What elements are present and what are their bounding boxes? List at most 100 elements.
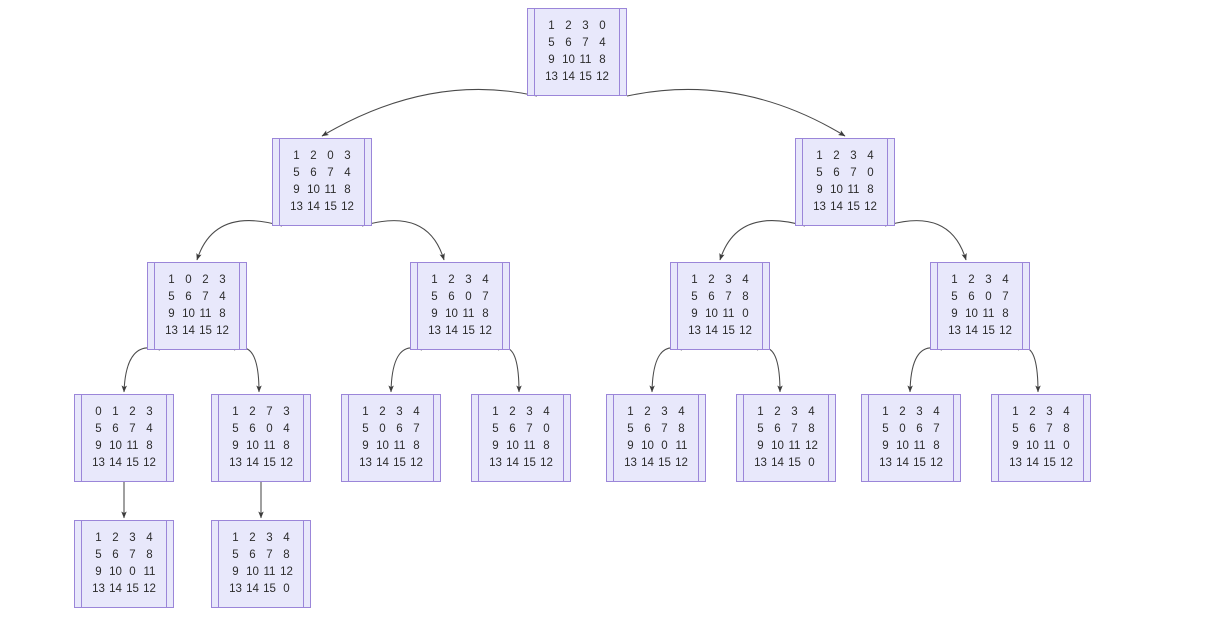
node-grid-cell: 5: [548, 37, 555, 49]
node-grid-cell: 11: [462, 308, 475, 320]
node-grid-cell: 11: [722, 308, 735, 320]
node-grid-cell: 0: [465, 291, 472, 303]
node-grid-cell: 5: [951, 291, 958, 303]
node-grid-cell: 9: [293, 184, 300, 196]
node-grid-cell: 2: [249, 532, 256, 544]
node-grid-cell: 1: [232, 406, 239, 418]
node-grid-cell: 10: [445, 308, 458, 320]
node-grid-cell: 3: [283, 406, 290, 418]
node-grid-cell: 10: [506, 440, 519, 452]
node-grid-cell: 11: [324, 184, 337, 196]
node-grid-cell: 13: [229, 457, 242, 469]
node-grid-cell: 6: [310, 167, 317, 179]
node-grid-cell: 3: [526, 406, 533, 418]
node-grid-cell: 6: [112, 423, 119, 435]
node-grid-cell: 2: [1029, 406, 1036, 418]
node-grid-cell: 15: [324, 201, 337, 213]
node-grid-cell: 13: [688, 325, 701, 337]
node-grid-cell: 7: [482, 291, 489, 303]
node-grid-cell: 3: [129, 532, 136, 544]
node-grid-cell: 14: [109, 583, 122, 595]
node-grid-cell: 9: [168, 308, 175, 320]
node-grid-cell: 10: [771, 440, 784, 452]
node-grid-cell: 15: [199, 325, 212, 337]
node-grid-cell: 1: [816, 150, 823, 162]
node-grid-cell: 12: [540, 457, 553, 469]
node-grid-cell: 10: [307, 184, 320, 196]
node-grid-cell: 2: [899, 406, 906, 418]
node-grid-cell: 5: [293, 167, 300, 179]
node-grid-cell: 7: [266, 406, 273, 418]
node-grid-cell: 1: [293, 150, 300, 162]
node-grid-cell: 1: [882, 406, 889, 418]
node-grid-cell: 15: [462, 325, 475, 337]
node-grid-cell: 15: [913, 457, 926, 469]
node-grid-cell: 9: [548, 54, 555, 66]
node-grid-cell: 14: [506, 457, 519, 469]
node-grid-cell: 5: [95, 423, 102, 435]
node-grid-cell: 11: [847, 184, 860, 196]
node-grid-cell: 13: [1009, 457, 1022, 469]
node-grid-cell: 6: [1029, 423, 1036, 435]
node-grid-cell: 14: [562, 71, 575, 83]
node-grid-cell: 5: [627, 423, 634, 435]
tree-edge: [756, 347, 783, 393]
node-grid-cell: 8: [146, 549, 153, 561]
node-grid-cell: 13: [229, 583, 242, 595]
node-grid-cell: 2: [644, 406, 651, 418]
node-grid-cell: 7: [791, 423, 798, 435]
node-grid-cell: 15: [263, 457, 276, 469]
node-grid-cell: 12: [143, 457, 156, 469]
node-grid-cell: 14: [896, 457, 909, 469]
node-grid-cell: 13: [813, 201, 826, 213]
node-grid-cell: 5: [168, 291, 175, 303]
node-grid-cell: 15: [847, 201, 860, 213]
node-grid-cell: 7: [129, 423, 136, 435]
node-grid-cell: 6: [249, 423, 256, 435]
node-grid-cell: 14: [1026, 457, 1039, 469]
node-grid-cell: 12: [864, 201, 877, 213]
tree-edge: [321, 88, 538, 137]
node-grid-cell: 14: [641, 457, 654, 469]
node-grid-cell: 3: [219, 274, 226, 286]
node-grid-cell: 11: [982, 308, 995, 320]
node-grid-cell: 5: [882, 423, 889, 435]
node-grid-cell: 10: [562, 54, 575, 66]
node-grid-cell: 6: [968, 291, 975, 303]
